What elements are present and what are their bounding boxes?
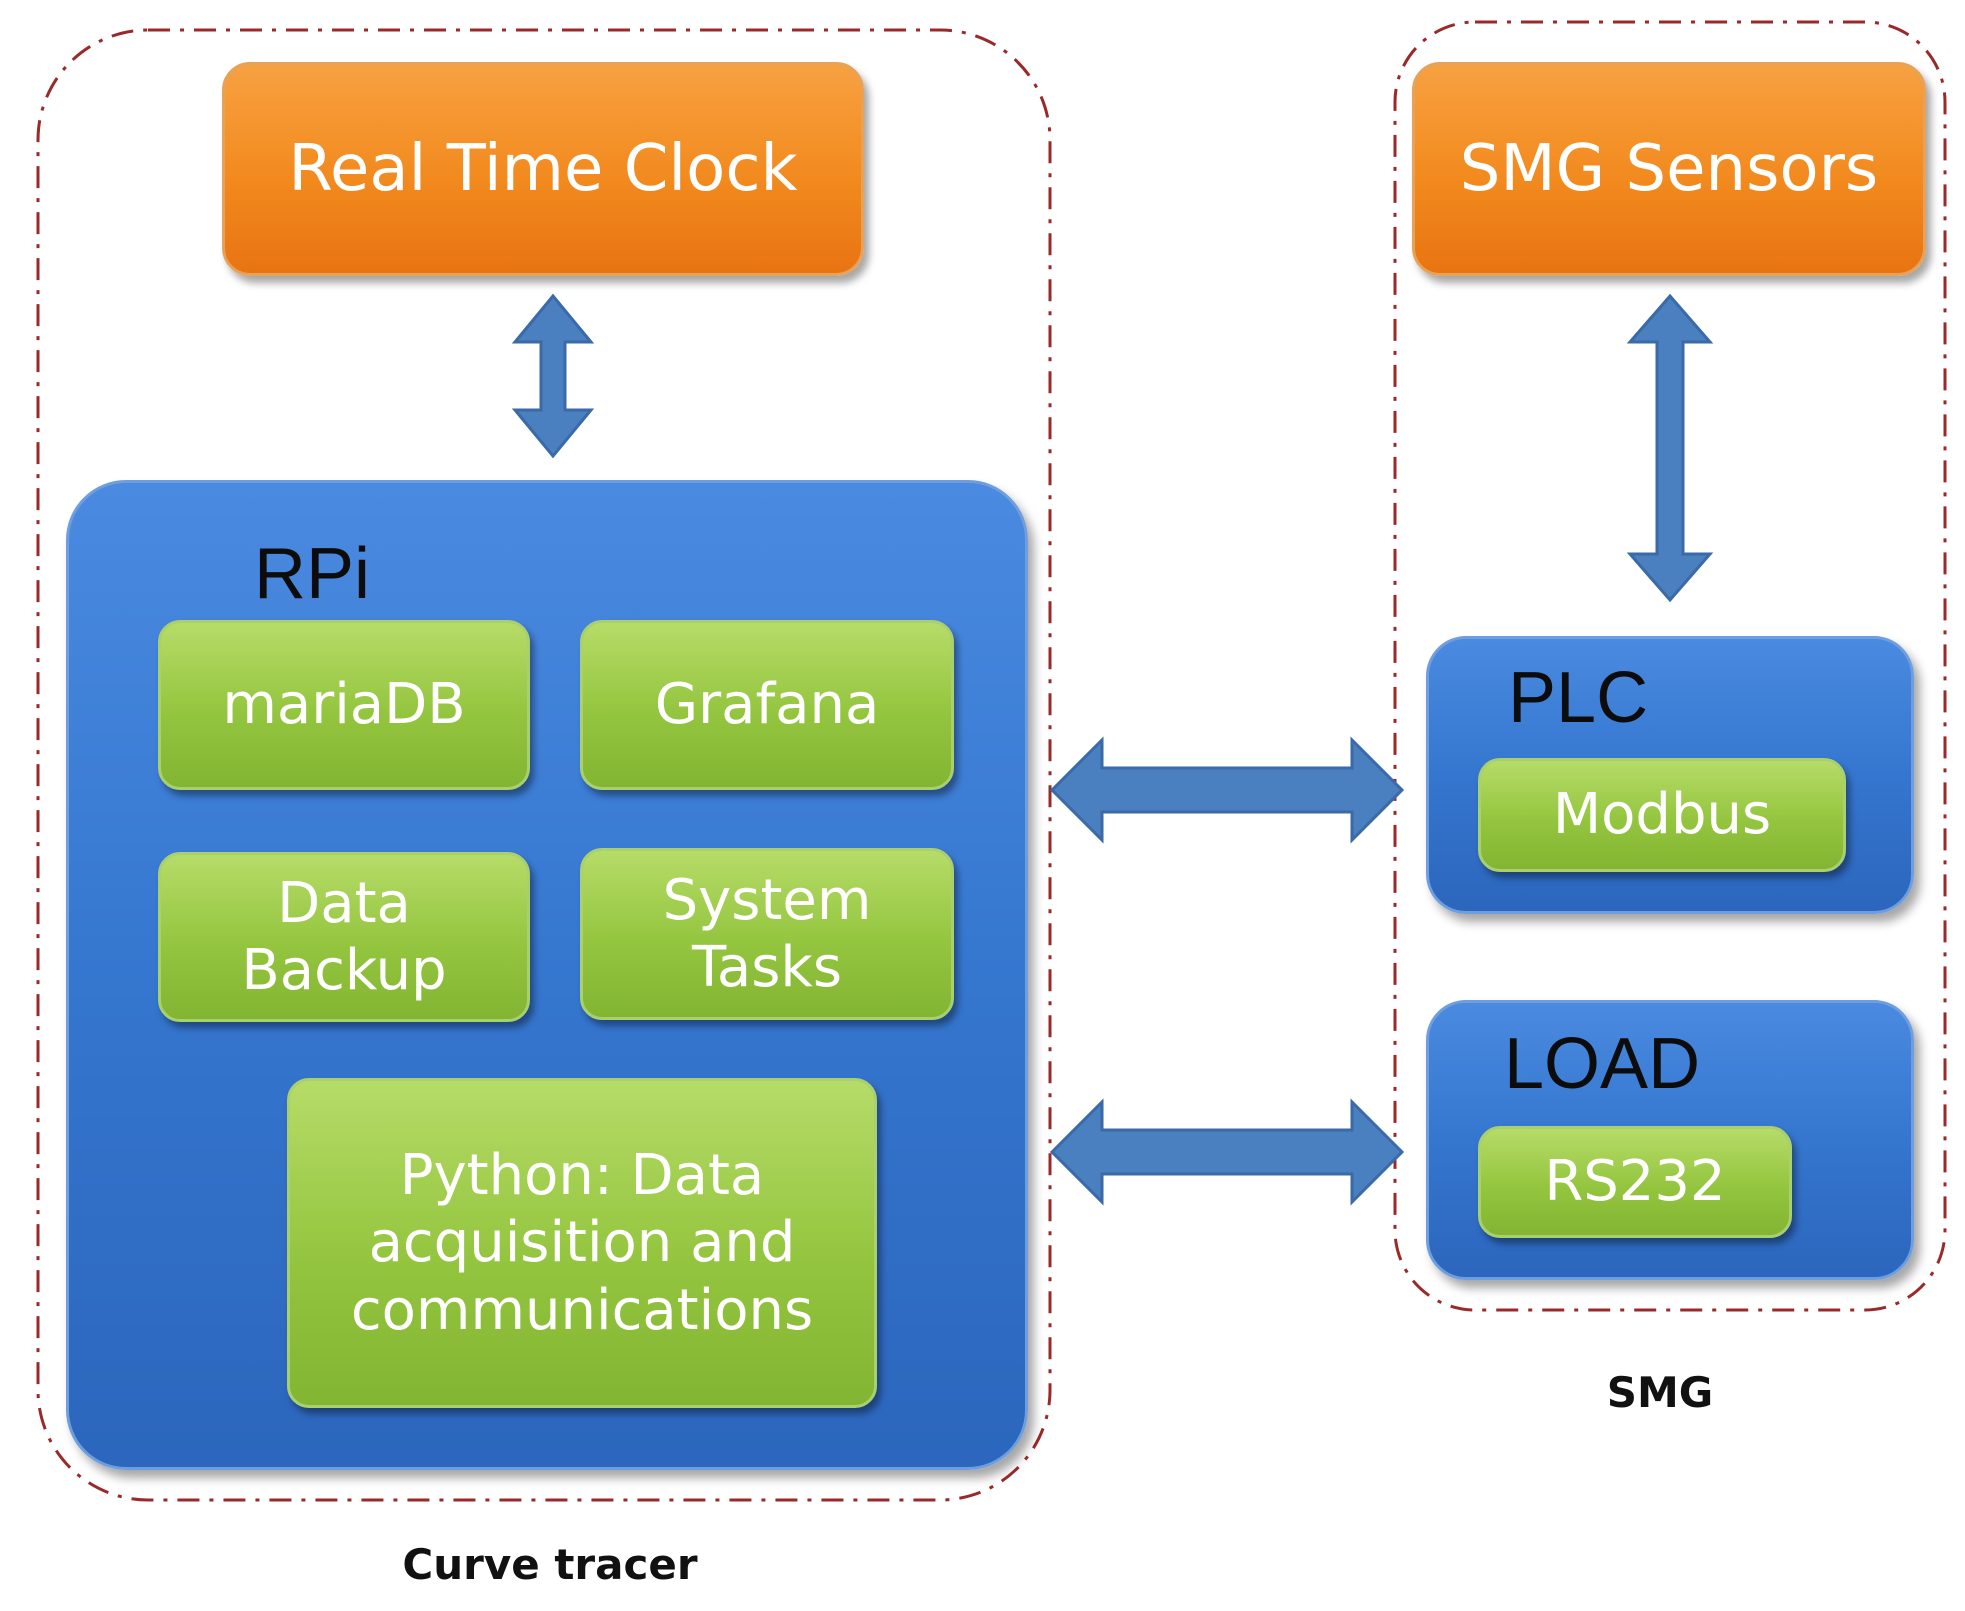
real-time-clock-box: Real Time Clock [222, 62, 864, 276]
modbus-label: Modbus [1552, 782, 1772, 848]
smg-sensors-label: SMG Sensors [1459, 132, 1879, 206]
system-tasks-box: System Tasks [580, 848, 954, 1020]
grafana-label: Grafana [654, 672, 880, 738]
curve-tracer-group-border [36, 28, 1052, 1502]
data-backup-box: Data Backup [158, 852, 530, 1022]
rs232-label: RS232 [1544, 1149, 1726, 1215]
load-label: LOAD [1504, 1024, 1701, 1104]
clock-rpi-arrow [511, 293, 595, 459]
mariadb-box: mariaDB [158, 620, 530, 790]
rpi-load-arrow [1049, 1098, 1405, 1206]
curve-tracer-group-label: Curve tracer [402, 1540, 698, 1589]
grafana-box: Grafana [580, 620, 954, 790]
smg-sensors-box: SMG Sensors [1412, 62, 1926, 276]
plc-label: PLC [1508, 658, 1649, 738]
modbus-box: Modbus [1478, 758, 1846, 872]
rs232-box: RS232 [1478, 1126, 1792, 1238]
sensors-plc-arrow [1626, 293, 1714, 603]
rpi-label: RPi [254, 534, 371, 614]
smg-group-label: SMG [1606, 1368, 1714, 1417]
real-time-clock-label: Real Time Clock [288, 132, 798, 206]
rpi-plc-arrow [1049, 736, 1405, 844]
data-backup-label: Data Backup [241, 870, 447, 1003]
smg-group-border [1393, 20, 1947, 1312]
system-tasks-label: System Tasks [662, 867, 872, 1000]
python-box: Python: Data acquisition and communicati… [287, 1078, 877, 1408]
python-label: Python: Data acquisition and communicati… [350, 1143, 814, 1343]
mariadb-label: mariaDB [222, 672, 466, 738]
